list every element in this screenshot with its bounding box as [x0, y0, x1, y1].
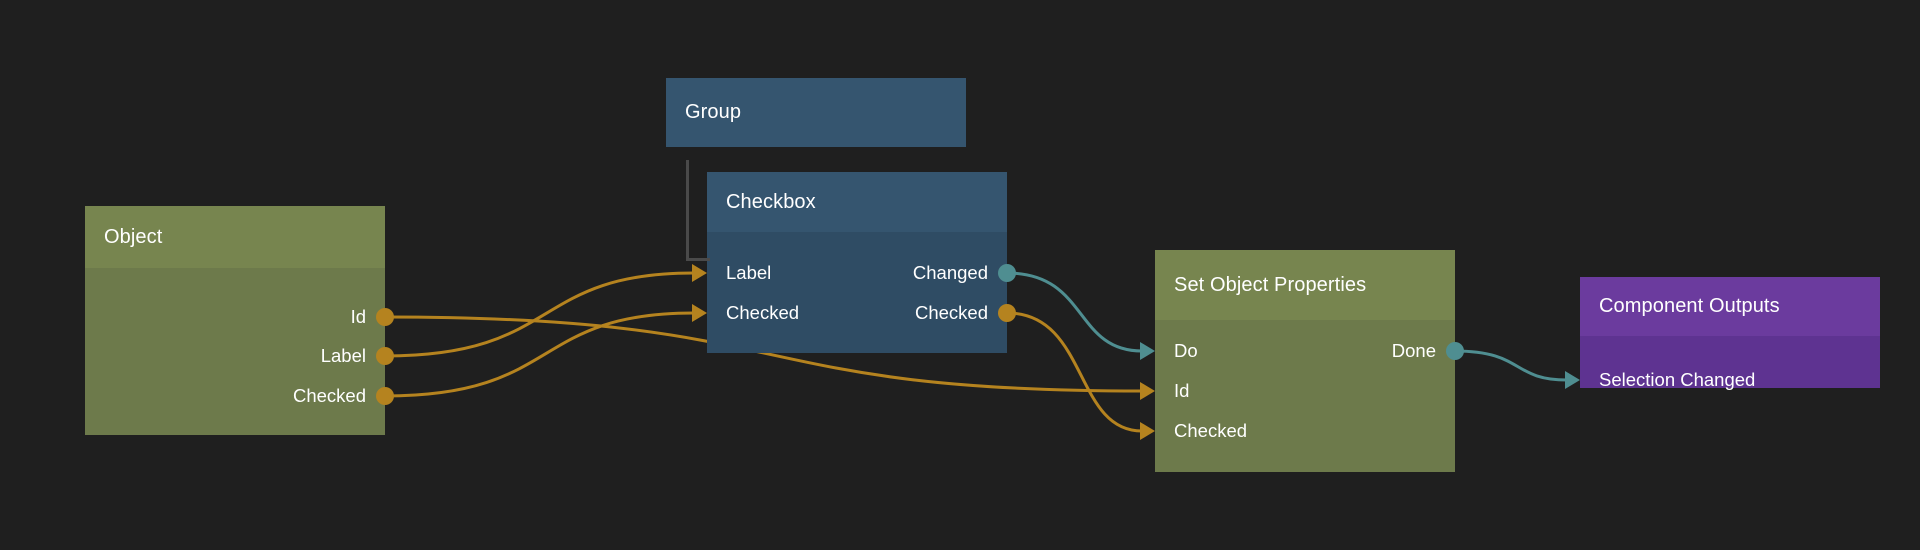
- port-label: Checked: [914, 302, 988, 323]
- port-dot-checkbox-changed[interactable]: [998, 264, 1016, 282]
- port-label: Changed: [912, 262, 988, 283]
- port-dot-object-id[interactable]: [376, 308, 394, 326]
- port-label: Label: [320, 345, 366, 366]
- port-out-object-id[interactable]: Id: [85, 306, 385, 328]
- node-group[interactable]: Group: [666, 78, 966, 147]
- port-in-set-object-properties-do[interactable]: Do: [1155, 340, 1455, 362]
- port-dot-object-label[interactable]: [376, 347, 394, 365]
- port-label: Done: [1391, 340, 1436, 361]
- connection-arrowhead: [692, 264, 707, 282]
- port-out-object-label[interactable]: Label: [85, 345, 385, 367]
- port-in-checkbox-checked[interactable]: Checked: [707, 302, 1007, 324]
- port-dot-object-checked[interactable]: [376, 387, 394, 405]
- port-label: Id: [350, 306, 366, 327]
- port-label: Do: [1174, 340, 1198, 361]
- port-out-checkbox-checked[interactable]: Checked: [707, 302, 1007, 324]
- node-title-group: Group: [666, 78, 966, 147]
- port-label: Id: [1174, 380, 1190, 401]
- port-out-object-checked[interactable]: Checked: [85, 385, 385, 407]
- node-body-component-outputs: Selection Changed: [1580, 336, 1880, 391]
- node-title-object: Object: [85, 206, 385, 268]
- port-in-set-object-properties-id[interactable]: Id: [1155, 380, 1455, 402]
- connection-arrowhead: [1140, 382, 1155, 400]
- connection-arrowhead: [1565, 371, 1580, 389]
- node-title-checkbox: Checkbox: [707, 172, 1007, 232]
- port-out-checkbox-changed[interactable]: Changed: [707, 262, 1007, 284]
- group-to-checkbox-bracket: [686, 160, 710, 261]
- port-dot-checkbox-checked[interactable]: [998, 304, 1016, 322]
- node-title-set-object-properties: Set Object Properties: [1155, 250, 1455, 320]
- port-in-checkbox-label[interactable]: Label: [707, 262, 1007, 284]
- port-label: Checked: [726, 302, 800, 323]
- port-in-component-outputs-selection-changed[interactable]: Selection Changed: [1580, 369, 1880, 391]
- port-label: Checked: [1174, 420, 1248, 441]
- connection-arrowhead: [1140, 422, 1155, 440]
- connection-arrowhead: [1140, 342, 1155, 360]
- connection-wire[interactable]: [383, 311, 696, 398]
- port-out-set-object-properties-done[interactable]: Done: [1155, 340, 1455, 362]
- connection-wire[interactable]: [383, 271, 696, 358]
- port-label: Label: [726, 262, 772, 283]
- connection-wire[interactable]: [1005, 311, 1144, 433]
- port-in-set-object-properties-checked[interactable]: Checked: [1155, 420, 1455, 442]
- connection-wire[interactable]: [1453, 349, 1569, 382]
- connection-arrowhead: [692, 304, 707, 322]
- node-title-component-outputs: Component Outputs: [1580, 277, 1880, 336]
- connection-wire[interactable]: [1005, 271, 1144, 353]
- port-dot-set-object-properties-done[interactable]: [1446, 342, 1464, 360]
- port-label: Checked: [292, 385, 366, 406]
- port-label: Selection Changed: [1599, 369, 1756, 390]
